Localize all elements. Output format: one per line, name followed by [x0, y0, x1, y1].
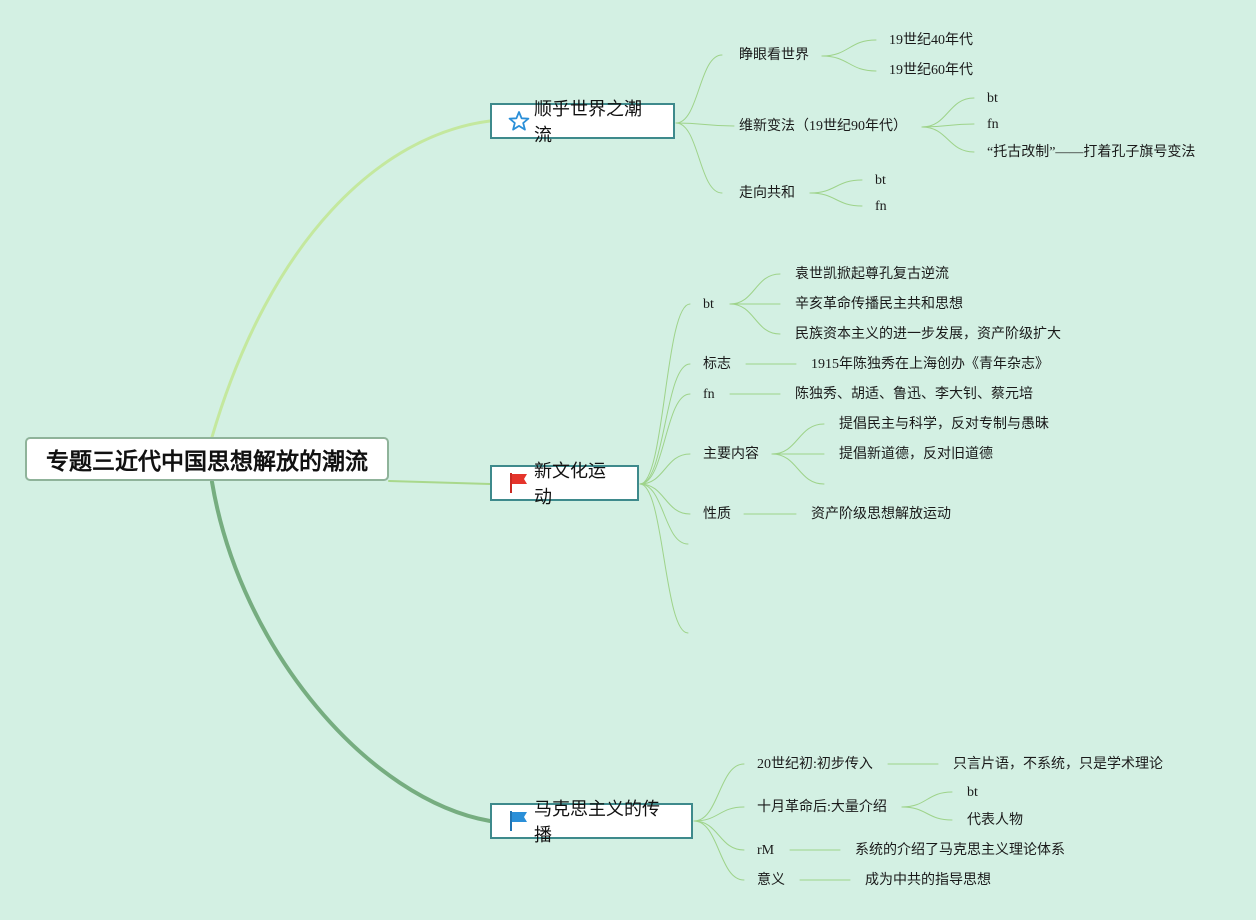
- subtopic[interactable]: 意义: [757, 873, 785, 888]
- leaf-node[interactable]: 资产阶级思想解放运动: [811, 507, 951, 522]
- central-topic[interactable]: 专题三近代中国思想解放的潮流: [25, 437, 389, 481]
- leaf-branch-line: [921, 97, 975, 128]
- sub-branch-line: [693, 763, 745, 822]
- leaf-node[interactable]: 系统的介绍了马克思主义理论体系: [855, 843, 1065, 858]
- leaf-node[interactable]: 代表人物: [967, 813, 1023, 828]
- leaf-node[interactable]: fn: [987, 117, 999, 132]
- subtopic[interactable]: bt: [703, 297, 714, 312]
- red-flag-icon: [508, 472, 530, 494]
- topic-label: 新文化运动: [534, 461, 606, 508]
- sub-branch-line: [639, 453, 691, 485]
- leaf-node[interactable]: 陈独秀、胡适、鲁迅、李大钊、蔡元培: [795, 387, 1033, 402]
- leaf-node[interactable]: 只言片语，不系统，只是学术理论: [953, 757, 1163, 772]
- leaf-branch-line: [921, 123, 975, 128]
- sub-branch-line: [693, 820, 745, 881]
- leaf-node[interactable]: bt: [875, 173, 886, 188]
- leaf-branch-line: [901, 806, 953, 821]
- leaf-branch-line: [921, 126, 975, 153]
- leaf-branch-line: [901, 791, 953, 808]
- leaf-branch-line: [821, 39, 877, 57]
- blue-flag-icon: [508, 810, 530, 832]
- main-branch-line: [210, 480, 492, 823]
- leaf-branch-line: [771, 453, 825, 485]
- leaf-node[interactable]: 1915年陈独秀在上海创办《青年杂志》: [811, 357, 1049, 372]
- leaf-node[interactable]: bt: [967, 785, 978, 800]
- leaf-branch-line: [821, 55, 877, 72]
- sub-branch-line: [639, 483, 691, 515]
- leaf-branch-line: [729, 273, 781, 305]
- subtopic[interactable]: 主要内容: [703, 447, 759, 462]
- subtopic[interactable]: 维新变法（19世纪90年代）: [739, 119, 907, 134]
- leaf-branch-line: [809, 179, 863, 194]
- sub-branch-line: [675, 122, 735, 127]
- leaf-node[interactable]: 提倡民主与科学，反对专制与愚昧: [839, 417, 1049, 432]
- leaf-node[interactable]: 提倡新道德，反对旧道德: [839, 447, 993, 462]
- leaf-node[interactable]: 19世纪60年代: [889, 63, 973, 78]
- leaf-node[interactable]: 19世纪40年代: [889, 33, 973, 48]
- leaf-node[interactable]: bt: [987, 91, 998, 106]
- star-outline-icon: [508, 110, 530, 132]
- topic-xin-wenhua-yundong[interactable]: 新文化运动: [490, 461, 639, 508]
- subtopic[interactable]: 性质: [703, 507, 731, 522]
- leaf-branch-line: [729, 303, 781, 335]
- subtopic[interactable]: 睁眼看世界: [739, 48, 809, 63]
- leaf-node[interactable]: 辛亥革命传播民主共和思想: [795, 297, 963, 312]
- sub-branch-line: [639, 363, 691, 485]
- main-branch-line: [388, 480, 491, 485]
- subtopic[interactable]: 标志: [703, 357, 731, 372]
- topic-makesi-zhuyi[interactable]: 马克思主义的传播: [490, 799, 693, 846]
- subtopic[interactable]: 走向共和: [739, 186, 795, 201]
- sub-branch-line: [693, 820, 745, 851]
- sub-branch-line: [639, 393, 691, 485]
- subtopic[interactable]: fn: [703, 387, 715, 402]
- sub-branch-line: [639, 483, 689, 634]
- subtopic[interactable]: 20世纪初:初步传入: [757, 757, 873, 772]
- topic-label: 顺乎世界之潮流: [534, 99, 642, 146]
- leaf-node[interactable]: “托古改制”——打着孔子旗号变法: [987, 145, 1196, 160]
- leaf-node[interactable]: 民族资本主义的进一步发展，资产阶级扩大: [795, 327, 1061, 342]
- sub-branch-line: [639, 483, 689, 545]
- leaf-branch-line: [771, 423, 825, 455]
- topic-shunhu-shijie[interactable]: 顺乎世界之潮流: [490, 99, 675, 146]
- sub-branch-line: [639, 303, 691, 485]
- leaf-node[interactable]: 成为中共的指导思想: [865, 873, 991, 888]
- leaf-node[interactable]: fn: [875, 199, 887, 214]
- subtopic[interactable]: rM: [757, 843, 775, 858]
- leaf-node[interactable]: 袁世凯掀起尊孔复古逆流: [795, 267, 949, 282]
- subtopic[interactable]: 十月革命后:大量介绍: [757, 800, 887, 815]
- main-branch-line: [210, 119, 492, 439]
- leaf-branch-line: [809, 192, 863, 207]
- sub-branch-line: [675, 122, 723, 194]
- topic-label: 马克思主义的传播: [534, 799, 660, 846]
- sub-branch-line: [675, 54, 723, 124]
- sub-branch-line: [693, 806, 745, 822]
